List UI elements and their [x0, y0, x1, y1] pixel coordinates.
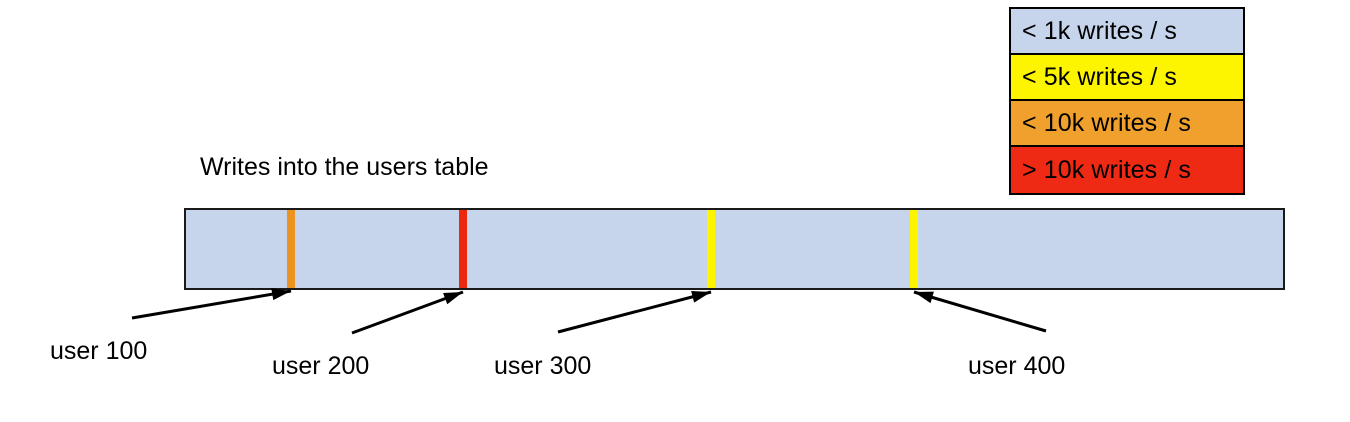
- callout-user-200: user 200: [272, 352, 370, 380]
- legend-label-lt-10k: < 10k writes / s: [1022, 108, 1192, 137]
- stripe-user-400: [910, 210, 918, 288]
- legend-label-gt-10k: > 10k writes / s: [1022, 155, 1192, 184]
- write-rate-legend: < 1k writes / s < 5k writes / s < 10k wr…: [1009, 7, 1245, 195]
- users-table-key-range-bar: [184, 208, 1285, 290]
- legend-row-lt-1k: < 1k writes / s: [1011, 9, 1243, 55]
- callout-user-300: user 300: [494, 352, 592, 380]
- legend-label-lt-5k: < 5k writes / s: [1022, 62, 1178, 91]
- legend-row-lt-10k: < 10k writes / s: [1011, 101, 1243, 147]
- stripe-user-100: [287, 210, 295, 288]
- stripe-user-200: [459, 210, 467, 288]
- bar-title: Writes into the users table: [200, 153, 489, 181]
- callout-user-100: user 100: [50, 337, 148, 365]
- legend-row-gt-10k: > 10k writes / s: [1011, 147, 1243, 193]
- stripe-user-300: [707, 210, 715, 288]
- legend-label-lt-1k: < 1k writes / s: [1022, 16, 1178, 45]
- legend-row-lt-5k: < 5k writes / s: [1011, 55, 1243, 101]
- callout-user-400: user 400: [968, 352, 1066, 380]
